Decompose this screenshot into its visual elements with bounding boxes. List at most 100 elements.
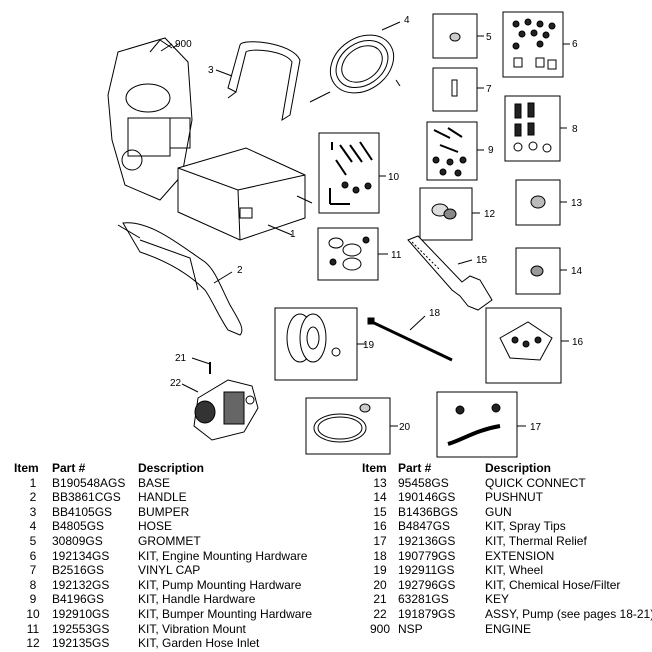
callout-5: 5 [486,32,492,43]
callout-4: 4 [404,15,410,26]
item-number: 22 [373,606,387,621]
item-number: 15 [373,504,387,519]
part-number: BB4105GS [52,504,113,519]
callout-15: 15 [476,255,488,266]
engine-hardware-box [502,11,564,78]
parts-row: 900 NSP ENGINE [362,622,652,637]
header-part: Part # [398,461,432,475]
item-number: 13 [373,475,387,490]
callout-11: 11 [391,250,402,261]
base-illustration [177,147,313,241]
item-number: 7 [29,563,37,578]
part-number: 192136GS [398,533,456,548]
item-number: 20 [373,577,387,592]
parts-row: 17 192136GS KIT, Thermal Relief [362,534,652,549]
part-description: VINYL CAP [138,563,201,578]
callout-1: 1 [290,229,296,240]
callout-22: 22 [170,378,182,389]
part-number: B4805GS [52,519,105,534]
part-description: GROMMET [138,533,201,548]
item-number: 900 [369,621,391,636]
garden-hose-inlet-box [419,187,473,241]
gun-illustration [407,235,493,311]
exploded-parts-diagram: 900 1 2 3 4 5 6 7 8 9 10 11 12 13 14 15 … [107,11,584,458]
hose-illustration [309,34,401,103]
part-description: BASE [138,475,171,490]
header-description: Description [485,461,552,475]
item-number: 9 [29,592,37,607]
callout-6: 6 [572,39,578,50]
part-description: KIT, Vibration Mount [138,621,246,636]
part-number: B1436BGS [398,504,459,519]
parts-row: 5 30809GS GROMMET [14,534,312,549]
part-description: BUMPER [138,504,190,519]
part-number: BB3861CGS [52,490,121,505]
item-number: 3 [29,504,37,519]
part-description: KIT, Garden Hose Inlet [138,636,260,651]
item-number: 5 [29,533,37,548]
part-number: 192135GS [52,636,110,651]
part-number: 191879GS [398,606,456,621]
callout-12: 12 [484,209,496,220]
bumper-hardware-box [318,132,380,214]
parts-row: 3 BB4105GS BUMPER [14,505,312,520]
spray-tips-box [485,307,562,384]
parts-list-header: Item Part # Description [14,461,312,476]
part-description: KIT, Handle Hardware [138,592,256,607]
callout-20: 20 [399,422,411,433]
vinyl-cap-box [432,67,478,112]
parts-row: 8 192132GS KIT, Pump Mounting Hardware [14,578,312,593]
parts-list-header: Item Part # Description [362,461,652,476]
part-number: 192132GS [52,577,110,592]
part-description: KIT, Bumper Mounting Hardware [138,606,313,621]
callout-19: 19 [363,340,375,351]
parts-row: 15 B1436BGS GUN [362,505,652,520]
part-number: 30809GS [52,533,103,548]
part-number: B2516GS [52,563,105,578]
part-description: ASSY, Pump (see pages 18-21) [485,606,652,621]
item-number: 11 [26,621,40,636]
part-description: HOSE [138,519,173,534]
parts-row: 11 192553GS KIT, Vibration Mount [14,622,312,637]
callout-7: 7 [486,84,492,95]
part-number: 190779GS [398,548,456,563]
pump-illustration [193,379,259,441]
part-description: HANDLE [138,490,187,505]
callout-9: 9 [488,145,494,156]
part-description: KIT, Thermal Relief [485,533,587,548]
callout-2: 2 [237,265,243,276]
part-description: GUN [485,504,512,519]
part-number: 192553GS [52,621,110,636]
engine-illustration [107,37,193,201]
part-description: KEY [485,592,510,607]
parts-row: 2 BB3861CGS HANDLE [14,490,312,505]
handle-illustration [117,222,243,336]
part-number: 63281GS [398,592,449,607]
item-number: 2 [29,490,37,505]
part-description: KIT, Pump Mounting Hardware [138,577,302,592]
part-description: ENGINE [485,621,532,636]
part-description: KIT, Wheel [485,563,544,578]
part-number: B4196GS [52,592,105,607]
item-number: 19 [373,563,387,578]
item-number: 8 [29,577,37,592]
item-number: 6 [29,548,37,563]
part-number: NSP [398,621,423,636]
callout-10: 10 [388,172,400,183]
item-number: 18 [373,548,387,563]
header-description: Description [138,461,205,475]
part-description: KIT, Spray Tips [485,519,566,534]
header-part: Part # [52,461,86,475]
item-number: 1 [29,475,37,490]
part-number: 95458GS [398,475,449,490]
item-number: 17 [373,533,387,548]
callout-13: 13 [571,198,583,209]
